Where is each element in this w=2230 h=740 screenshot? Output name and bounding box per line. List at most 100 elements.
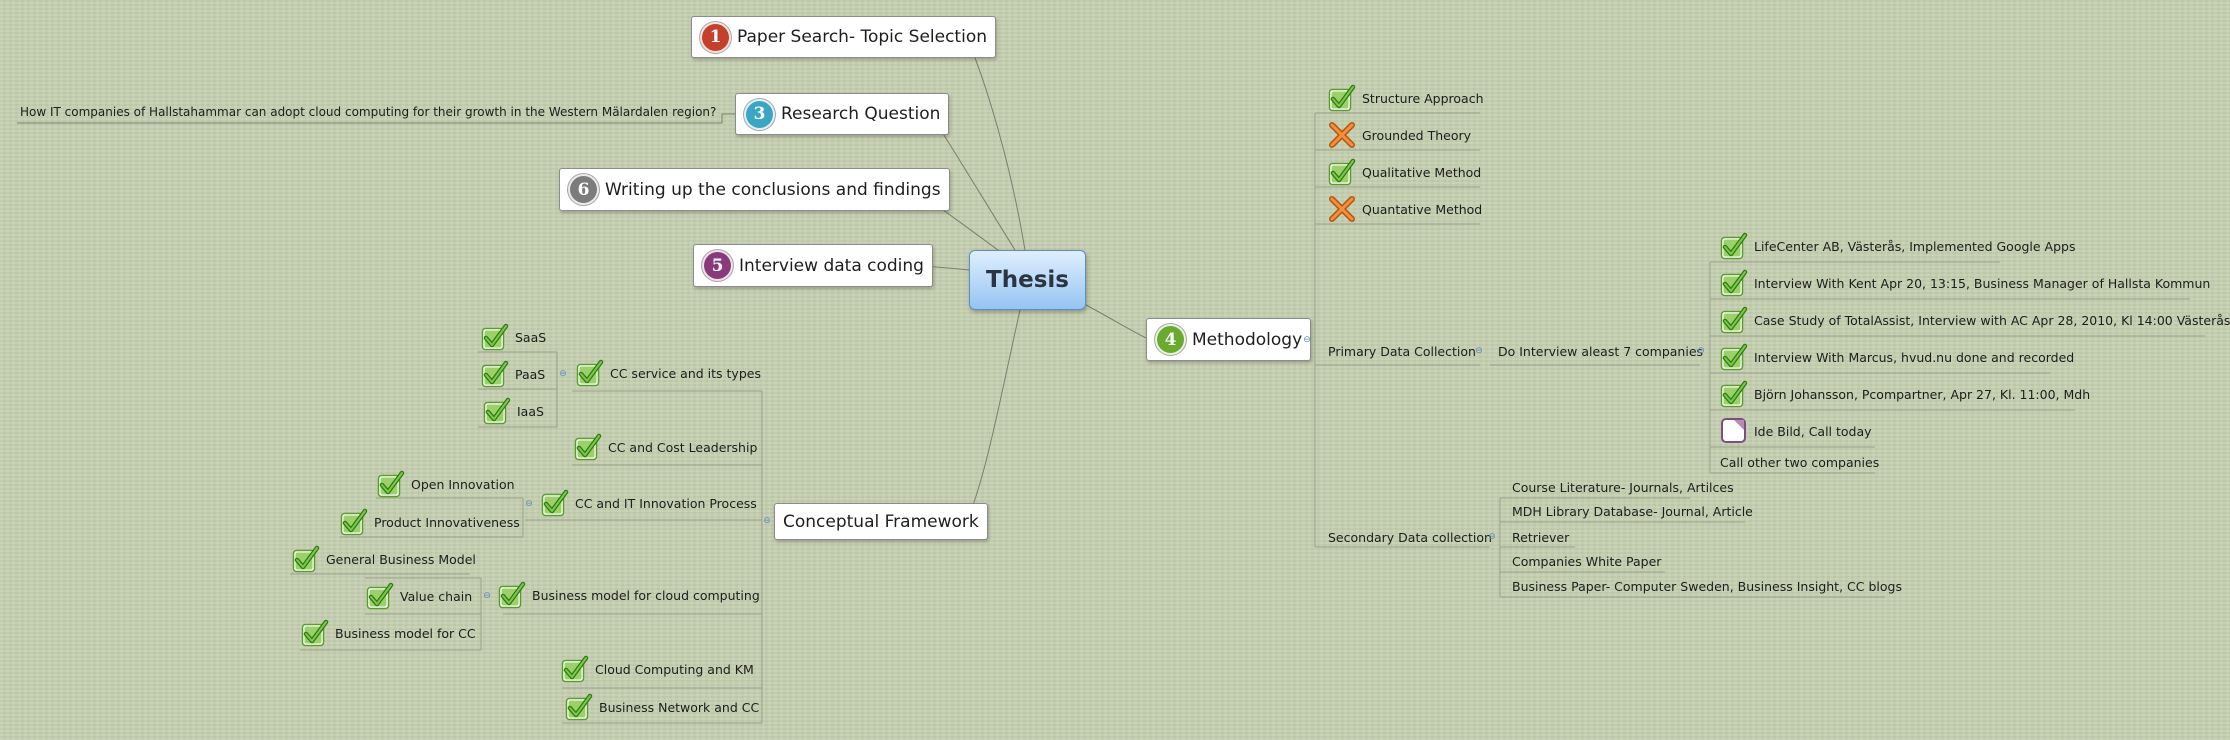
innovation-item-product[interactable]: Product Innovativeness (340, 508, 520, 536)
interview-item[interactable]: Björn Johansson, Pcompartner, Apr 27, Kl… (1720, 380, 2090, 408)
cc-service-types[interactable]: CC service and its types (576, 359, 761, 387)
bm-item-value-chain[interactable]: Value chain (366, 582, 472, 610)
service-type-label: PaaS (515, 366, 546, 382)
check-icon (301, 619, 329, 647)
service-type-saas[interactable]: SaaS (481, 323, 546, 351)
topic-conceptual-framework[interactable]: Conceptual Framework (774, 503, 988, 540)
cost-leadership-label: CC and Cost Leadership (608, 439, 758, 455)
cross-icon (1328, 121, 1356, 149)
interview-label: Case Study of TotalAssist, Interview wit… (1754, 312, 2230, 328)
business-network-cc[interactable]: Business Network and CC (565, 693, 759, 721)
collapse-methodology-icon[interactable]: ⊖ (1303, 335, 1311, 345)
check-icon (1720, 269, 1748, 297)
collapse-interview-icon[interactable]: ⊖ (1697, 346, 1705, 356)
cross-icon (1328, 195, 1356, 223)
check-icon (1720, 380, 1748, 408)
secondary-item[interactable]: Course Literature- Journals, Artilces (1512, 473, 1734, 501)
approach-qualitative[interactable]: Qualitative Method (1328, 158, 1481, 186)
check-icon (481, 360, 509, 388)
check-icon (574, 433, 602, 461)
secondary-item[interactable]: MDH Library Database- Journal, Article (1512, 497, 1753, 525)
collapse-bm-icon[interactable]: ⊖ (483, 591, 491, 601)
primary-sub-interview[interactable]: Do Interview aleast 7 companies (1498, 337, 1703, 365)
interview-label: LifeCenter AB, Västerås, Implemented Goo… (1754, 238, 2076, 254)
secondary-label: Secondary Data collection (1328, 529, 1492, 545)
sub-label: Do Interview aleast 7 companies (1498, 343, 1704, 359)
cc-and-km[interactable]: Cloud Computing and KM (561, 655, 754, 683)
approach-quantative[interactable]: Quantative Method (1328, 195, 1482, 223)
interview-label: Ide Bild, Call today (1754, 423, 1872, 439)
interview-item[interactable]: Ide Bild, Call today (1720, 417, 1872, 445)
innovation-item-open[interactable]: Open Innovation (377, 470, 515, 498)
collapse-secondary-icon[interactable]: ⊖ (1488, 532, 1496, 542)
interview-item[interactable]: Case Study of TotalAssist, Interview wit… (1720, 306, 2230, 334)
collapse-primary-icon[interactable]: ⊖ (1475, 346, 1483, 356)
interview-item[interactable]: Interview With Kent Apr 20, 13:15, Busin… (1720, 269, 2210, 297)
priority-1-icon: 1 (700, 21, 731, 53)
innovation-item-label: Open Innovation (411, 476, 515, 492)
general-business-model[interactable]: General Business Model (292, 545, 476, 573)
cc-innovation-process[interactable]: CC and IT Innovation Process (541, 489, 757, 517)
topic-label: Methodology (1192, 329, 1303, 350)
check-icon (541, 489, 569, 517)
secondary-item-label: Companies White Paper (1512, 553, 1662, 569)
topic-interview-coding[interactable]: 5 Interview data coding (693, 244, 933, 287)
topic-paper-search[interactable]: 1 Paper Search- Topic Selection (691, 16, 996, 58)
check-icon (1720, 343, 1748, 371)
innovation-item-label: Product Innovativeness (374, 514, 520, 530)
approach-structure[interactable]: Structure Approach (1328, 84, 1484, 112)
secondary-item-label: Business Paper- Computer Sweden, Busines… (1512, 578, 1902, 594)
check-icon (1720, 232, 1748, 260)
line-methodology (1085, 304, 1147, 339)
topic-label: Paper Search- Topic Selection (737, 27, 987, 47)
interview-label: Björn Johansson, Pcompartner, Apr 27, Kl… (1754, 386, 2091, 402)
central-topic[interactable]: Thesis (969, 250, 1086, 310)
bracket-bm (300, 577, 482, 651)
check-icon (498, 581, 526, 609)
approach-grounded[interactable]: Grounded Theory (1328, 121, 1471, 149)
interview-label: Interview With Marcus, hvud.nu done and … (1754, 349, 2075, 365)
bm-cloud-computing[interactable]: Business model for cloud computing (498, 581, 760, 609)
interview-label: Interview With Kent Apr 20, 13:15, Busin… (1754, 275, 2211, 291)
approach-label: Qualitative Method (1362, 164, 1482, 180)
topic-methodology[interactable]: 4 Methodology (1146, 318, 1312, 361)
check-icon (1328, 84, 1356, 112)
line-rq-note (17, 113, 735, 124)
innovation-process-label: CC and IT Innovation Process (575, 495, 757, 511)
cc-cost-leadership[interactable]: CC and Cost Leadership (574, 433, 757, 461)
approach-label: Quantative Method (1362, 201, 1483, 217)
collapse-service-icon[interactable]: ⊖ (559, 369, 567, 379)
research-question-note[interactable]: How IT companies of Hallstahammar can ad… (20, 98, 716, 126)
network-label: Business Network and CC (599, 699, 760, 715)
secondary-item[interactable]: Companies White Paper (1512, 547, 1661, 575)
secondary-item-label: Retriever (1512, 529, 1570, 545)
service-type-paas[interactable]: PaaS (481, 360, 545, 388)
task-icon (1720, 417, 1748, 445)
primary-data-collection[interactable]: Primary Data Collection (1328, 337, 1476, 365)
interview-label: Call other two companies (1720, 454, 1880, 470)
priority-5-icon: 5 (702, 250, 733, 281)
priority-4-icon: 4 (1155, 324, 1186, 355)
interview-item[interactable]: Call other two companies (1720, 448, 1879, 476)
topic-writing-up[interactable]: 6 Writing up the conclusions and finding… (559, 168, 950, 211)
approach-label: Grounded Theory (1362, 127, 1472, 143)
check-icon (481, 323, 509, 351)
bm-item-label: Business model for CC (335, 625, 476, 641)
bracket-methodology (1314, 112, 1325, 548)
bracket-primary (1709, 261, 1720, 474)
interview-item[interactable]: Interview With Marcus, hvud.nu done and … (1720, 343, 2074, 371)
collapse-innovation-icon[interactable]: ⊖ (525, 499, 533, 509)
secondary-item[interactable]: Business Paper- Computer Sweden, Busines… (1512, 572, 1902, 600)
check-icon (483, 397, 511, 425)
topic-label: Writing up the conclusions and findings (605, 179, 941, 200)
bm-item-cc[interactable]: Business model for CC (301, 619, 476, 647)
approach-label: Structure Approach (1362, 90, 1484, 106)
bracket-innovation (340, 497, 524, 538)
interview-item[interactable]: LifeCenter AB, Västerås, Implemented Goo… (1720, 232, 2075, 260)
service-type-iaas[interactable]: IaaS (483, 397, 544, 425)
topic-research-question[interactable]: 3 Research Question (735, 93, 950, 135)
secondary-data-collection[interactable]: Secondary Data collection (1328, 523, 1492, 551)
collapse-conceptual-icon[interactable]: ⊖ (763, 516, 771, 526)
bracket-secondary (1499, 497, 1510, 598)
secondary-item[interactable]: Retriever (1512, 523, 1569, 551)
